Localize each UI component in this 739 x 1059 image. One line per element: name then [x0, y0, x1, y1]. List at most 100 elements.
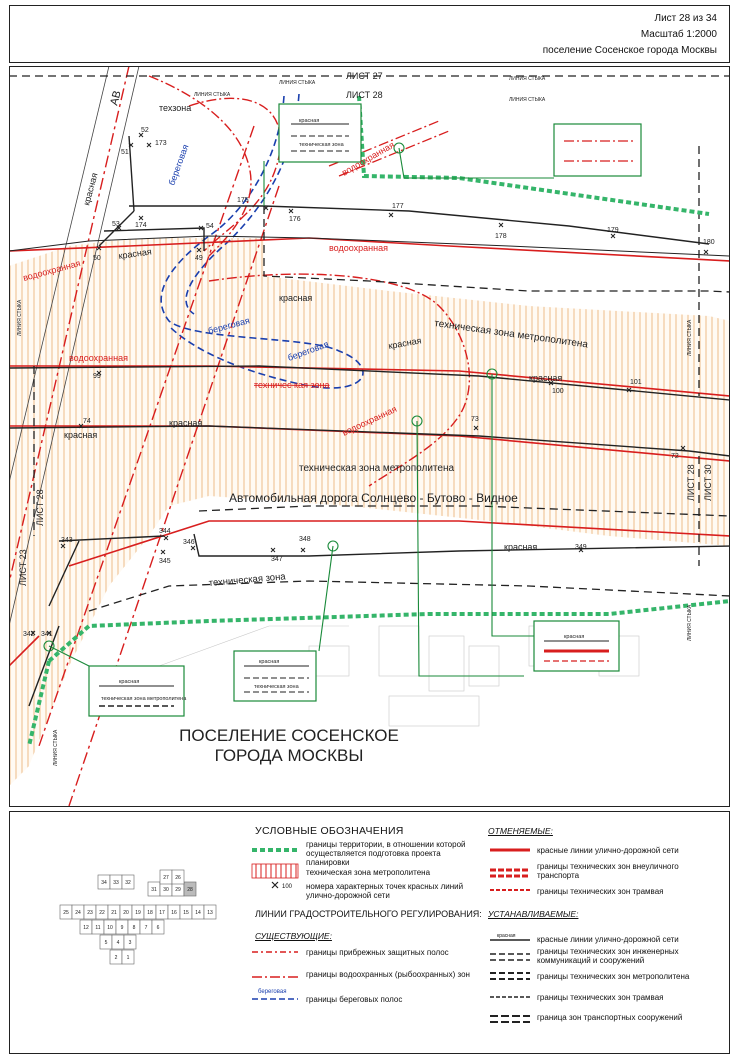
key-cell-label: 18 [147, 910, 153, 916]
sheet-number: Лист 28 из 34 [654, 13, 717, 24]
joint-line-label: ЛИНИЯ СТЫКА [17, 299, 23, 336]
sheet-right-30: ЛИСТ 30 [703, 464, 713, 501]
point-label-73: 73 [471, 416, 479, 423]
key-cell-label: 14 [195, 910, 201, 916]
key-cell-label: 22 [99, 910, 105, 916]
point-label-347: 347 [271, 556, 283, 563]
legend-frame [9, 811, 730, 1054]
legend-reg-lines: ЛИНИИ ГРАДОСТРОИТЕЛЬНОГО РЕГУЛИРОВАНИЯ: [255, 909, 482, 919]
key-cell-3[interactable] [123, 934, 137, 950]
key-cell-32[interactable] [121, 874, 135, 890]
legend-e-eng: границы технических зон инженерных комму… [537, 947, 679, 965]
krasnaya-label: красная [118, 246, 152, 261]
key-cell-label: 28 [187, 887, 193, 893]
point-label-344: 344 [159, 528, 171, 535]
point-label-341: 341 [41, 631, 53, 638]
key-cell-label: 10 [107, 925, 113, 931]
key-cell-label: 21 [111, 910, 117, 916]
key-cell-label: 24 [75, 910, 81, 916]
key-cell-label: 32 [125, 880, 131, 886]
map-frame [9, 66, 730, 807]
key-cell-1[interactable] [121, 949, 135, 965]
key-cell-label: 9 [121, 925, 124, 931]
point-label-177: 177 [392, 203, 404, 210]
coast-label: береговая [166, 143, 190, 187]
key-cell-label: 17 [159, 910, 165, 916]
point-label-74: 74 [83, 418, 91, 425]
key-cell-label: 27 [163, 875, 169, 881]
inset-label: красная [564, 634, 584, 640]
legend-coastal-protect: границы прибрежных защитных полос [306, 948, 449, 957]
legend-tech-metro: техническая зона метрополитена [306, 868, 431, 877]
point-label-179: 179 [607, 227, 619, 234]
key-cell-label: 4 [117, 940, 120, 946]
legend-samples-left [251, 848, 299, 1000]
key-cell-label: 11 [95, 925, 100, 931]
water-label: водоохранная [329, 243, 388, 253]
inset-label: техническая зона [299, 142, 345, 148]
sheet-top-27: ЛИСТ 27 [346, 71, 383, 81]
key-cell-label: 6 [157, 925, 160, 931]
point-label-174: 174 [135, 222, 147, 229]
point-label-101: 101 [630, 379, 642, 386]
key-cell-label: 1 [127, 955, 130, 961]
key-cell-label: 13 [207, 910, 213, 916]
legend-coast-strip: границы береговых полос [306, 995, 403, 1004]
key-cell-label: 29 [175, 887, 181, 893]
point-label-100: 100 [552, 388, 564, 395]
key-cell-label: 25 [63, 910, 69, 916]
key-cell-label: 8 [133, 925, 136, 931]
cancelled-tech-label: техничес кая зона [254, 380, 330, 390]
krasnaya-label: красная [64, 430, 97, 440]
point-label-178: 178 [495, 233, 507, 240]
point-label-348: 348 [299, 536, 311, 543]
point-label-50: 50 [93, 255, 101, 262]
key-cell-28[interactable] [183, 881, 197, 897]
settlement-name: поселение Сосенское города Москвы [542, 45, 717, 56]
key-cell-label: 3 [129, 940, 132, 946]
inset-label: техническая зона [254, 684, 300, 690]
krasnaya-label: красная [81, 172, 99, 207]
krasnaya-label: красная [504, 542, 537, 552]
key-cell-label: 30 [163, 887, 169, 893]
legend-point-number: 100 [282, 884, 293, 890]
legend-e-transport: граница зон транспортных сооружений [537, 1013, 683, 1022]
key-cell-label: 33 [113, 880, 119, 886]
legend-water-protect: границы водоохранных (рыбоохранных) зон [306, 970, 470, 979]
point-label-51: 51 [121, 149, 129, 156]
legend-territory: границы территории, в отношении которой … [306, 840, 466, 867]
map-canvas[interactable]: красная техническая зона красная техниче… [9, 66, 730, 807]
point-label-52: 52 [141, 127, 149, 134]
established-red-lines [10, 135, 729, 707]
key-cell-6[interactable] [151, 919, 165, 935]
joint-line-label: ЛИНИЯ СТЫКА [53, 729, 59, 766]
header-frame [9, 5, 730, 63]
key-cell-13[interactable] [203, 904, 217, 920]
point-label-49: 49 [195, 255, 203, 262]
legend-coast-strip-sample: береговая [258, 989, 287, 995]
tech-zone-label: техническая зона [208, 571, 286, 589]
point-label-343: 343 [61, 537, 73, 544]
tech-metro-label: техническая зона метрополитена [299, 463, 454, 474]
legend-existing: СУЩЕСТВУЮЩИЕ: [255, 931, 332, 941]
legend-e-tram: границы технических зон трамвая [537, 993, 664, 1002]
legend-title: УСЛОВНЫЕ ОБОЗНАЧЕНИЯ [255, 825, 404, 837]
key-cell-26[interactable] [171, 869, 185, 885]
water-label: водоохранная [69, 353, 128, 363]
joint-line-label: ЛИНИЯ СТЫКА [194, 92, 231, 98]
key-cell-label: 34 [101, 880, 107, 886]
legend-e-red: красные линии улично-дорожной сети [537, 935, 679, 944]
joint-line-label: ЛИНИЯ СТЫКА [279, 80, 316, 86]
key-cell-label: 16 [171, 910, 177, 916]
legend-c-tram: границы технических зон трамвая [537, 887, 664, 896]
inset-label: техническая зона метрополитена [101, 696, 187, 702]
settlement-big-label-2: ГОРОДА МОСКВЫ [215, 746, 364, 765]
inset-label: красная [259, 659, 279, 665]
point-label-349: 349 [575, 544, 587, 551]
krasnaya-label: красная [169, 418, 202, 428]
point-label-99: 99 [93, 373, 101, 380]
krasnaya-label: красная [279, 293, 312, 303]
point-label-345: 345 [159, 558, 171, 565]
coast-strip [160, 95, 364, 389]
